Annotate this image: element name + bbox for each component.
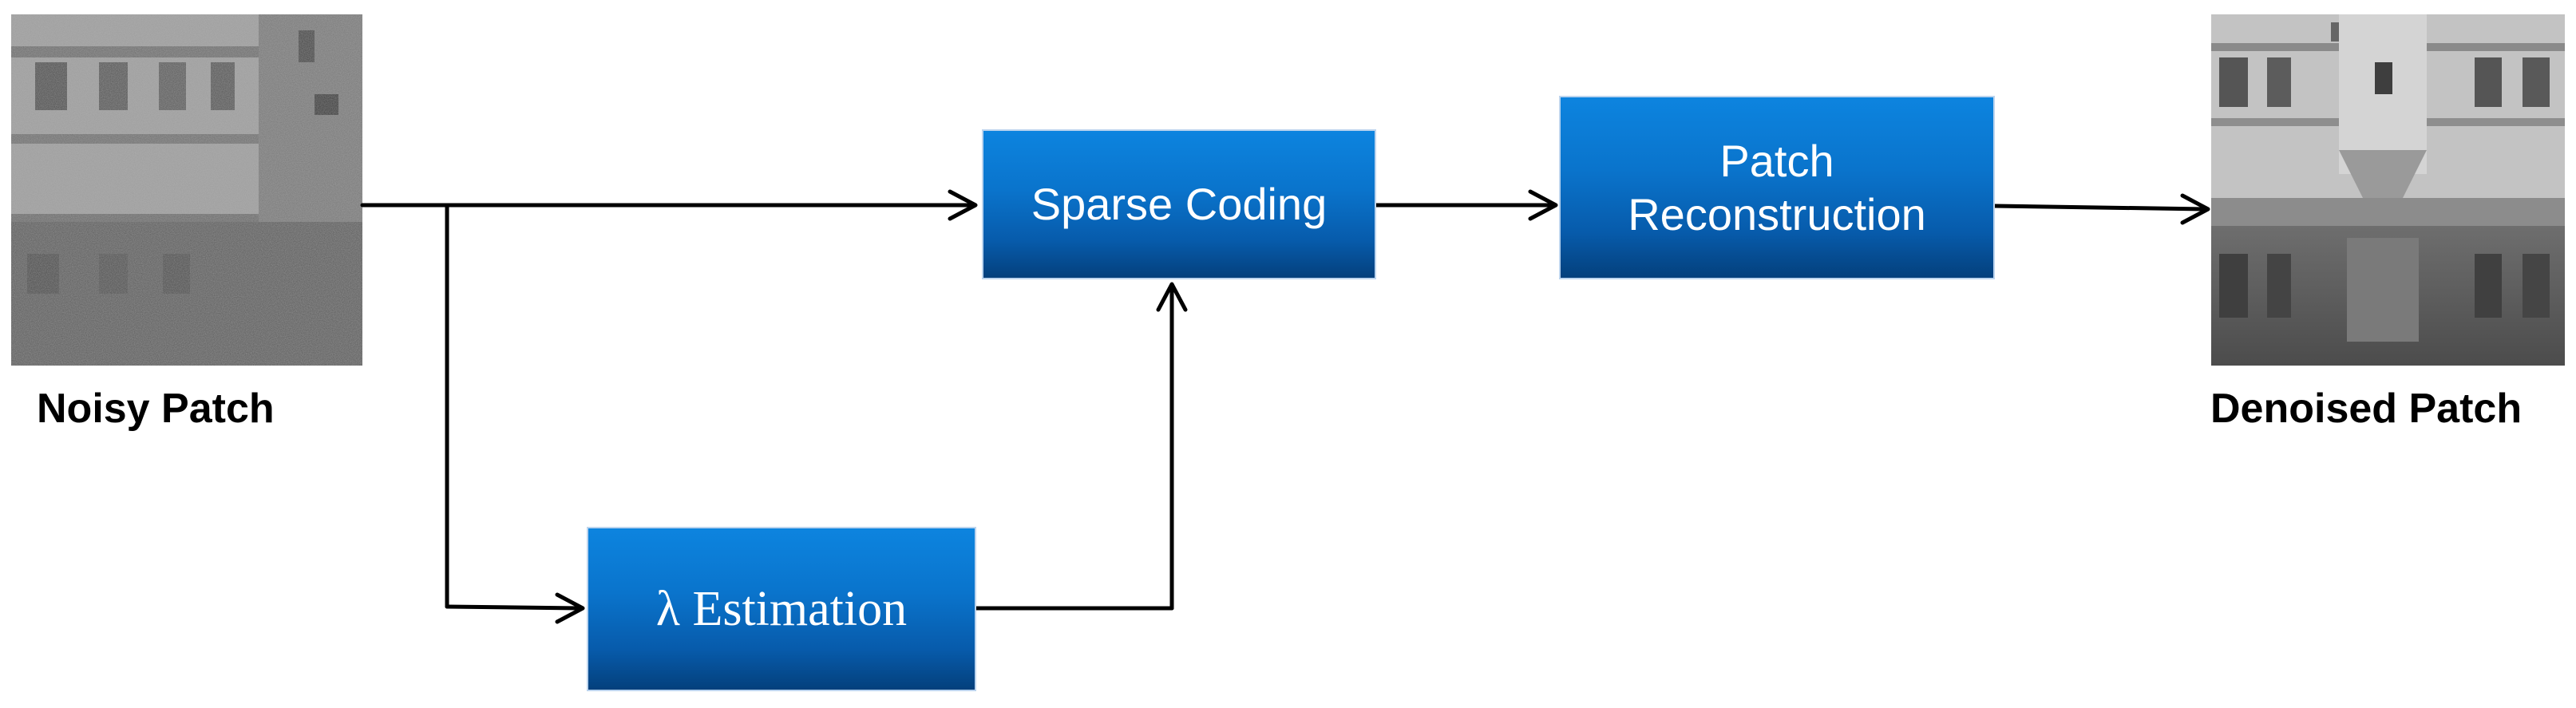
patch-reconstruction-node: Patch Reconstruction xyxy=(1559,96,1995,279)
denoised-patch-caption: Denoised Patch xyxy=(2210,386,2523,432)
sparse-coding-node: Sparse Coding xyxy=(982,129,1376,279)
patch-reconstruction-label-line1: Patch xyxy=(1719,135,1834,186)
arrow-recon-to-denoised xyxy=(1992,204,2207,212)
patch-reconstruction-label-line2: Reconstruction xyxy=(1628,189,1926,239)
denoised-patch-image xyxy=(2211,14,2565,366)
sparse-coding-label: Sparse Coding xyxy=(1031,179,1328,230)
lambda-estimation-label: λ Estimation xyxy=(655,581,908,636)
lambda-estimation-node: λ Estimation xyxy=(587,527,976,691)
noisy-patch-caption: Noisy Patch xyxy=(37,386,275,432)
arrow-to-lambda xyxy=(445,604,582,611)
noisy-patch-image xyxy=(11,14,362,366)
